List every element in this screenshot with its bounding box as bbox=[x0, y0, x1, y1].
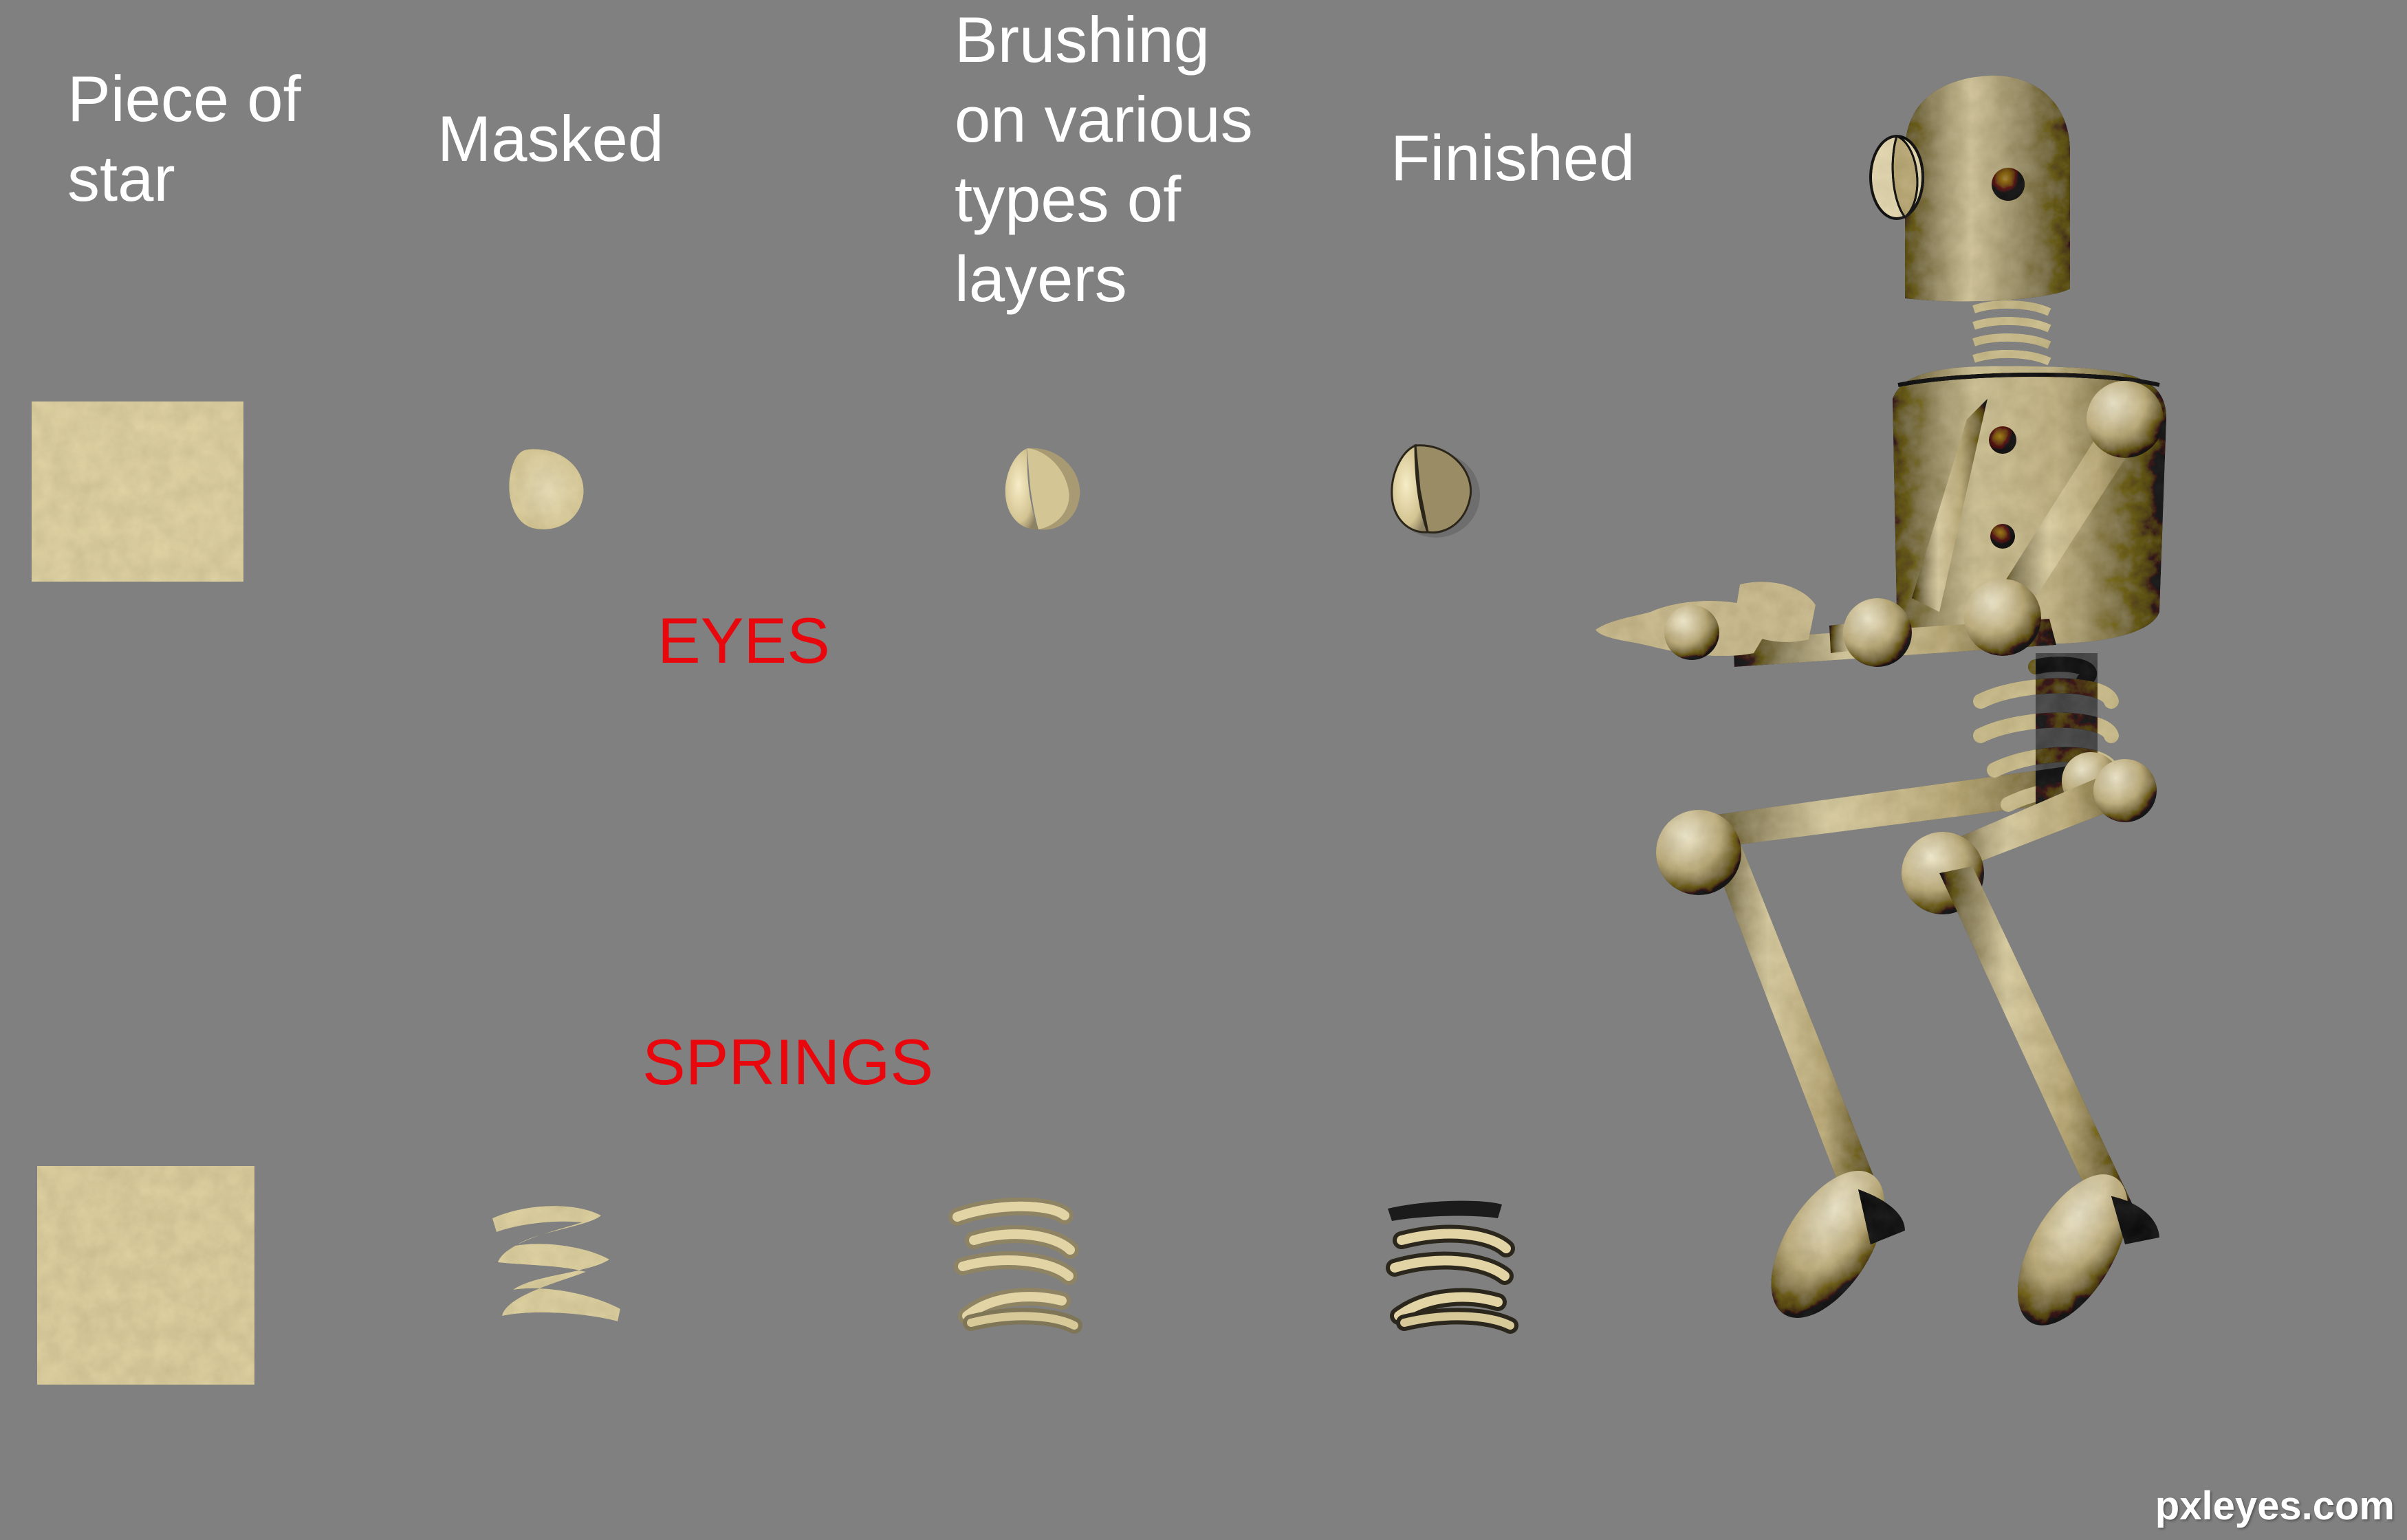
spring-brushed-icon bbox=[948, 1197, 1082, 1334]
spring-masked-icon bbox=[492, 1206, 620, 1321]
heading-line: layers bbox=[955, 243, 1127, 315]
spring-finished-icon bbox=[1386, 1200, 1518, 1334]
heading-line: star bbox=[67, 142, 175, 214]
eye-brushed-icon bbox=[1005, 448, 1080, 530]
watermark: pxleyes.com bbox=[2155, 1484, 2395, 1528]
heading-masked: Masked bbox=[437, 99, 664, 179]
heading-finished: Finished bbox=[1391, 118, 1635, 198]
eye-masked-icon bbox=[509, 449, 584, 530]
heading-line: Finished bbox=[1391, 122, 1635, 194]
heading-line: types of bbox=[955, 163, 1181, 235]
star-texture-swatch-eyes bbox=[32, 402, 243, 582]
eye-finished-icon bbox=[1391, 443, 1480, 538]
heading-line: Masked bbox=[437, 102, 664, 175]
heading-line: on various bbox=[955, 83, 1253, 155]
heading-line: Piece of bbox=[67, 63, 301, 135]
star-texture-swatch-springs bbox=[37, 1166, 254, 1385]
heading-line: Brushing bbox=[955, 3, 1210, 76]
heading-piece-of-star: Piece of star bbox=[67, 59, 301, 219]
section-label-springs: SPRINGS bbox=[642, 1026, 934, 1098]
robot-figure bbox=[1595, 76, 2166, 1326]
heading-brushing: Brushing on various types of layers bbox=[955, 0, 1253, 319]
section-label-eyes: EYES bbox=[657, 604, 830, 676]
